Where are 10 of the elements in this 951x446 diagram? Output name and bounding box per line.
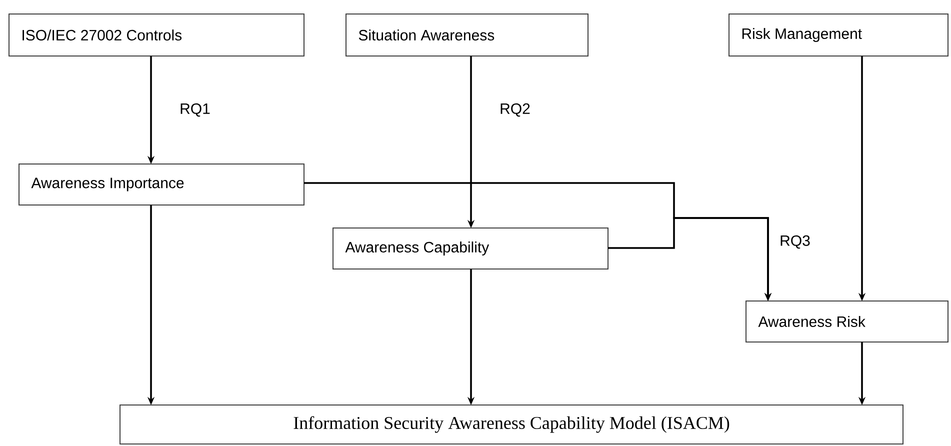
concept-box: Awareness Importance: [18, 164, 304, 206]
concept-box: Awareness Capability: [332, 228, 608, 270]
concept-box: Situation Awareness: [346, 14, 588, 56]
edge-label: RQ3: [778, 234, 812, 250]
edge-label: RQ2: [498, 102, 532, 118]
concept-box: ISO/IEC 27002 Controls: [8, 14, 304, 56]
model-box: Information Security Awareness Capability Model (ISACM): [120, 404, 904, 444]
edge-label: RQ1: [178, 102, 212, 118]
concept-box: Risk Management: [728, 14, 948, 56]
concept-box: Awareness Risk: [746, 300, 948, 342]
